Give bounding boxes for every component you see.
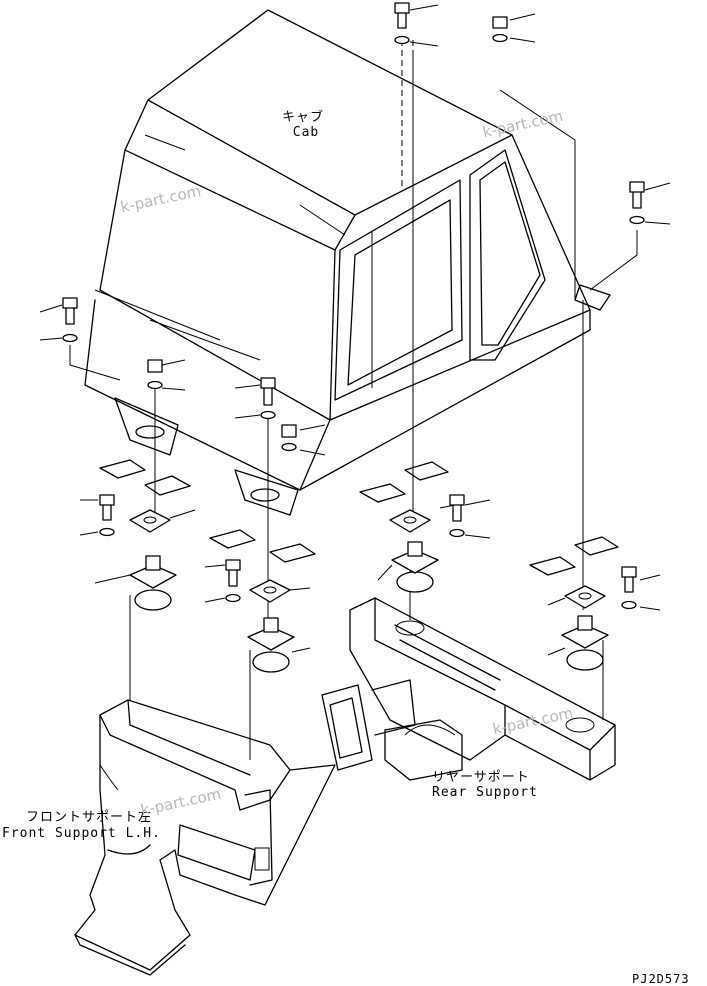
rear-support-label: リヤーサポート Rear Support [432,770,538,800]
cab-label: キャブ Cab [282,110,324,140]
assembly-lines [69,40,638,760]
shims [99,459,619,609]
rear-support-label-en: Rear Support [432,785,538,800]
front-support-label-en: Front Support L.H. [2,826,161,841]
drawing-code: PJ2D573 [632,972,690,986]
front-support-lh [74,699,336,976]
fasteners [62,2,645,610]
cab-label-en: Cab [292,125,320,140]
rubber-mounts [129,541,609,673]
front-support-label-jp: フロントサポート左 [26,810,153,825]
rear-support [321,597,616,781]
cab-body [84,9,611,516]
rear-support-label-jp: リヤーサポート [432,770,530,785]
cab-label-jp: キャブ [282,110,325,125]
leader-lines [39,4,671,791]
